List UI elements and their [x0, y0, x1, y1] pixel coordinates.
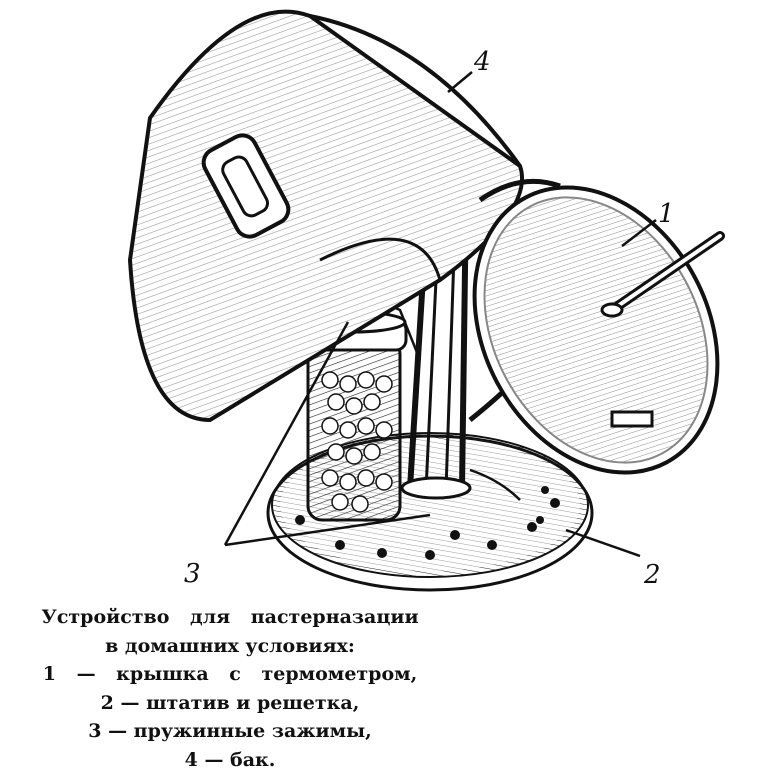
caption-item-3: 3 — пружинные зажимы,	[88, 720, 372, 742]
tank	[127, 9, 525, 423]
caption-item-4: 4 — бак.	[184, 748, 276, 771]
leader-lines	[223, 71, 657, 558]
label-lid: 1	[658, 199, 675, 229]
caption-item-2: 2 — штатив и решетка,	[100, 691, 360, 714]
caption-item-1: 1 — крышка с термометром,	[42, 663, 418, 685]
pasteurization-device-illustration: 1 2 3 4	[127, 9, 725, 592]
caption-title: Устройство для пастерназации	[41, 606, 419, 628]
caption-subtitle: в домашних условиях:	[105, 634, 355, 657]
label-rack: 2	[643, 560, 661, 590]
label-tank: 4	[473, 47, 491, 77]
label-clamps: 3	[184, 559, 201, 589]
lid-with-thermometer	[472, 178, 725, 475]
figure-caption: Устройство для пастерназации в домашних …	[0, 603, 460, 774]
